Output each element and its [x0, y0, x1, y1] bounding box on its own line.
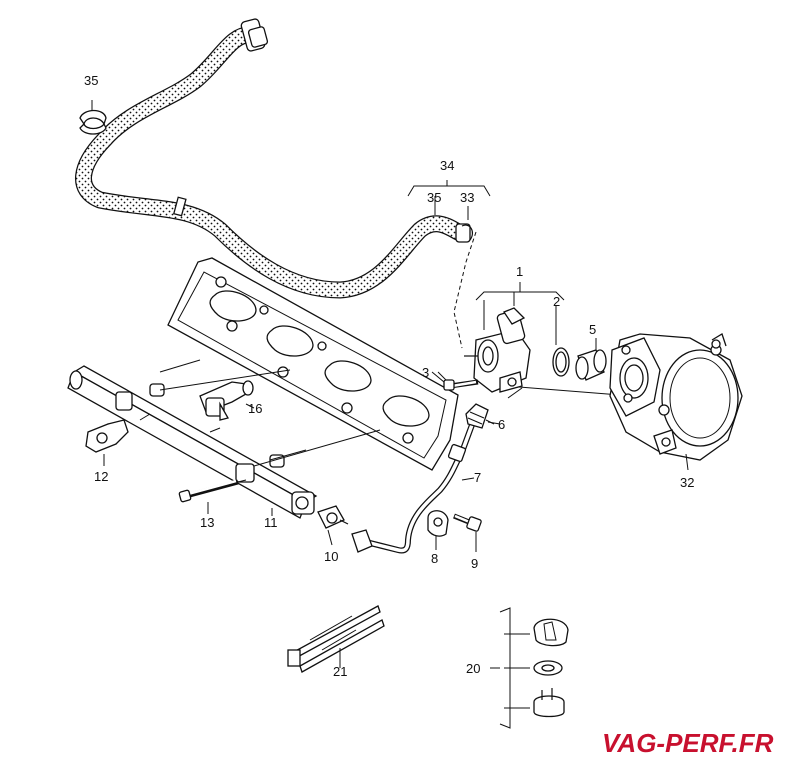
roller-tappet	[575, 338, 607, 381]
callout-labels: 35 34 35 33 1 2 5 3 6 7 32 16 12 13 11 1…	[84, 73, 694, 679]
callout-2: 2	[553, 294, 560, 309]
hose-clip	[79, 100, 107, 135]
callout-13: 13	[200, 515, 214, 530]
bolt-13	[178, 479, 247, 503]
bolt-9	[453, 513, 482, 552]
high-pressure-pump	[464, 307, 531, 399]
union-fitting	[317, 505, 349, 546]
pressure-sensor	[85, 419, 129, 453]
bracket-1	[453, 231, 565, 349]
callout-33: 33	[460, 190, 474, 205]
bolt-3	[437, 371, 479, 391]
callout-11: 11	[264, 515, 278, 530]
callout-10: 10	[324, 549, 338, 564]
callout-20: 20	[466, 661, 480, 676]
callout-34: 34	[440, 158, 454, 173]
vacuum-pump	[609, 333, 743, 471]
callout-12: 12	[94, 469, 108, 484]
callout-35-left: 35	[84, 73, 98, 88]
hose-end-clip	[455, 223, 474, 243]
fuel-rail	[67, 359, 318, 519]
callout-8: 8	[431, 551, 438, 566]
line-clamp	[427, 510, 449, 550]
callout-21: 21	[333, 664, 347, 679]
bracket-34	[407, 180, 491, 220]
callout-5: 5	[589, 322, 596, 337]
callout-16: 16	[248, 401, 262, 416]
o-ring	[552, 347, 570, 377]
gasket-plate	[167, 257, 459, 471]
callout-1: 1	[516, 264, 523, 279]
callout-6: 6	[498, 417, 505, 432]
fuel-hose	[75, 18, 467, 299]
watermark-logo: VAG-PERF.FR	[602, 728, 774, 758]
line-fitting	[465, 403, 495, 429]
high-pressure-line	[351, 412, 479, 554]
callout-7: 7	[474, 470, 481, 485]
cable-ties	[287, 605, 385, 673]
callout-9: 9	[471, 556, 478, 571]
callout-32: 32	[680, 475, 694, 490]
leader-lines	[103, 371, 501, 668]
callout-3: 3	[422, 365, 429, 380]
callout-35-right: 35	[427, 190, 441, 205]
part-group-20	[490, 607, 569, 729]
injector	[199, 380, 254, 421]
